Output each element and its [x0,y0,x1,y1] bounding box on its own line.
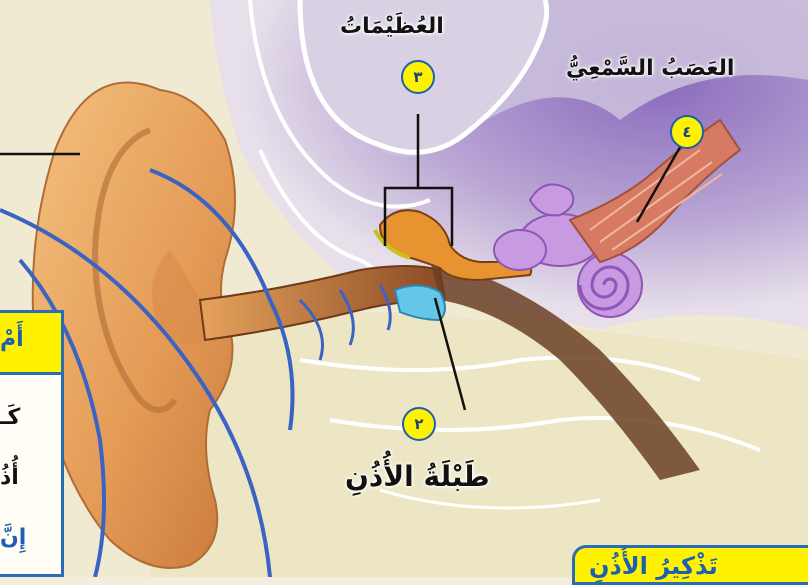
badge-auditory-nerve: ٤ [670,115,704,149]
side-panel-heading-text: أَمْ [0,327,24,352]
bottom-right-box-text: تَذْكِيرُ الأُذُنِ [589,552,718,580]
side-panel-line-3: إِنَّ [0,525,26,550]
label-eardrum: طَبْلَةُ الأُذُنِ [345,460,490,493]
bottom-right-box: تَذْكِيرُ الأُذُنِ [572,545,808,585]
label-auditory-nerve: العَصَبُ السَّمْعِيُّ [566,56,734,81]
side-panel: أَمْ كَـ أُذُ إِنَّ [0,310,64,577]
side-panel-line-2: أُذُ [0,465,19,490]
label-ossicles: العُظَيْمَاتُ [340,14,444,39]
side-panel-heading: أَمْ [0,313,61,375]
lower-tissue [150,312,808,577]
badge-ossicles: ٣ [401,60,435,94]
side-panel-line-1: كَـ [0,405,20,430]
badge-eardrum: ٢ [402,407,436,441]
